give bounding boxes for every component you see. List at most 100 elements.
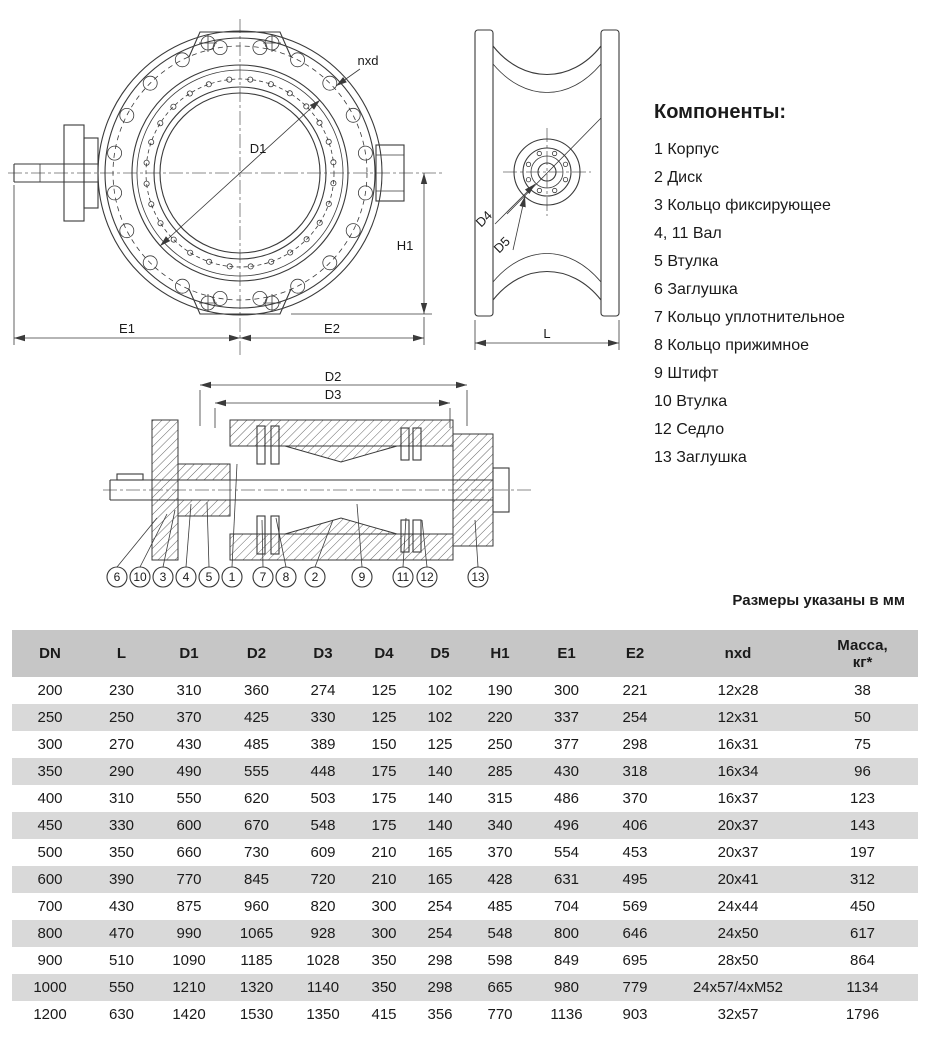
table-cell: 800	[12, 920, 88, 947]
table-cell: 720	[290, 866, 356, 893]
table-cell: 510	[108, 952, 135, 969]
table-cell: 548	[468, 920, 532, 947]
h1-label: H1	[397, 238, 414, 253]
table-cell: 980	[532, 974, 601, 1001]
callout-number: 5	[206, 570, 213, 584]
table-cell: 389	[310, 736, 336, 753]
table-cell: 350	[12, 758, 88, 785]
callout-balloon: 11	[392, 566, 414, 588]
table-cell: 800	[532, 920, 601, 947]
column-header-7: H1	[468, 630, 532, 677]
component-item: 3 Кольцо фиксирующее	[654, 197, 831, 214]
table-cell: 1090	[172, 952, 206, 969]
table-cell: 960	[243, 898, 270, 915]
table-cell: 370	[155, 704, 223, 731]
table-cell: 200	[37, 682, 63, 699]
table-cell: 298	[622, 736, 648, 753]
table-cell: 123	[849, 790, 876, 807]
callout-number: 6	[114, 570, 121, 584]
shaft-left	[13, 124, 99, 222]
table-cell: 779	[601, 974, 669, 1001]
side-profile	[474, 29, 620, 317]
table-cell: 660	[176, 844, 202, 861]
table-cell: 631	[532, 866, 601, 893]
component-item: 2 Диск	[654, 169, 703, 186]
table-cell: 500	[37, 844, 63, 861]
dim-e1-e2: E1 E2	[13, 185, 425, 345]
l-label: L	[543, 326, 550, 341]
table-cell: 646	[601, 920, 669, 947]
table-cell: 670	[223, 812, 290, 839]
table-cell: 406	[601, 812, 669, 839]
column-header-6: D5	[412, 630, 468, 677]
table-cell: 730	[243, 844, 270, 861]
table-cell: 849	[553, 952, 580, 969]
table-cell: 617	[807, 920, 918, 947]
table-cell: 125	[371, 682, 397, 699]
dim-d1: D1	[159, 99, 321, 247]
table-cell: 250	[487, 736, 513, 753]
table-cell: 1210	[155, 974, 223, 1001]
component-item: 7 Кольцо уплотнительное	[654, 309, 845, 326]
table-cell: 16x37	[717, 790, 759, 807]
table-cell: 175	[356, 812, 412, 839]
table-cell: 900	[37, 952, 63, 969]
table-cell: 448	[290, 758, 356, 785]
table-cell: 415	[371, 1006, 397, 1023]
table-cell: 928	[290, 920, 356, 947]
table-cell: 1530	[239, 1006, 274, 1023]
table-cell: 555	[223, 758, 290, 785]
table-cell: 600	[12, 866, 88, 893]
component-item: 4, 11 Вал	[654, 225, 722, 242]
table-cell: 490	[155, 758, 223, 785]
table-cell: 125	[356, 704, 412, 731]
table-cell: 845	[223, 866, 290, 893]
table-cell: 609	[310, 844, 336, 861]
table-cell: 75	[854, 736, 871, 753]
d2-label: D2	[325, 369, 342, 384]
column-header-8: E1	[532, 630, 601, 677]
table-cell: 315	[487, 790, 513, 807]
table-cell: 32x57	[717, 1006, 759, 1023]
table-cell: 175	[371, 790, 397, 807]
table-cell: 290	[88, 758, 155, 785]
table-cell: 28x50	[717, 952, 759, 969]
callout-balloon: 9	[351, 566, 373, 588]
column-header-10: nxd	[669, 630, 807, 677]
column-header-3: D2	[223, 630, 290, 677]
component-item: 8 Кольцо прижимное	[654, 337, 809, 354]
column-header-1: L	[88, 630, 155, 677]
table-cell: 254	[412, 920, 468, 947]
table-cell: 300	[356, 920, 412, 947]
table-cell: 1134	[807, 974, 918, 1001]
table-cell: 360	[243, 682, 270, 699]
table-cell: 310	[108, 790, 135, 807]
component-item: 13 Заглушка	[654, 449, 747, 466]
table-cell: 1185	[240, 952, 273, 969]
table-cell: 12x31	[669, 704, 807, 731]
callout-balloon: 5	[198, 566, 220, 588]
table-cell: 150	[371, 736, 397, 753]
table-cell: 298	[412, 974, 468, 1001]
table-cell: 210	[371, 844, 397, 861]
table-cell: 340	[468, 812, 532, 839]
table-cell: 428	[468, 866, 532, 893]
table-cell: 695	[622, 952, 648, 969]
table-cell: 598	[487, 952, 513, 969]
table-cell: 254	[427, 898, 453, 915]
table-cell: 20x37	[669, 812, 807, 839]
table-cell: 1350	[306, 1006, 340, 1023]
table-cell: 430	[108, 898, 135, 915]
callout-number: 3	[160, 570, 167, 584]
callout-balloon: 13	[467, 566, 489, 588]
